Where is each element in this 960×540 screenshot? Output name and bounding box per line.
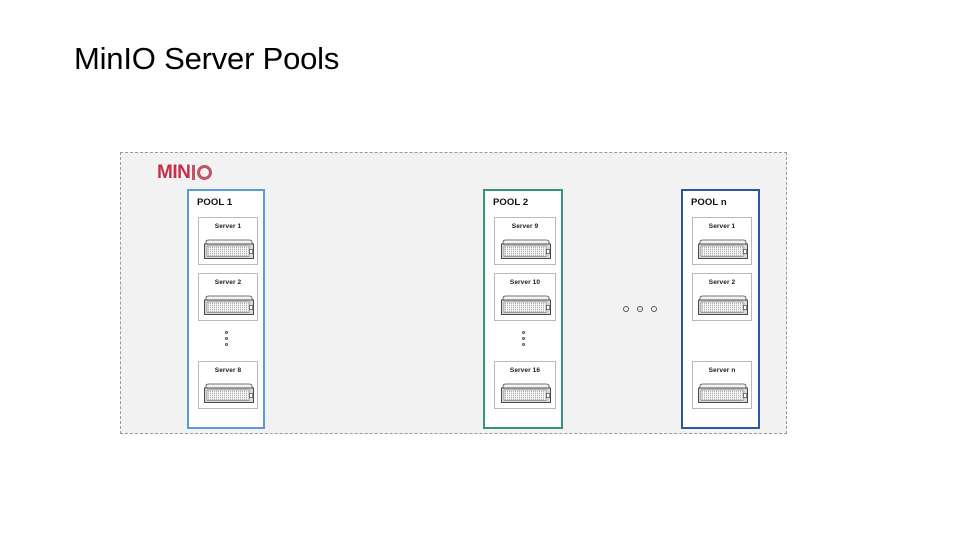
pool-1-vertical-ellipsis [189, 331, 263, 346]
minio-logo-o-ring [197, 164, 213, 180]
minio-logo-min-text: MIN [157, 161, 191, 183]
page-title: MinIO Server Pools [74, 41, 340, 76]
server-label: Server 2 [214, 279, 242, 286]
server-rack-icon [204, 295, 254, 315]
minio-logo-i-bar [192, 164, 196, 180]
server-rack-icon [698, 383, 748, 403]
pool-2-server-16[interactable]: Server 16 [494, 361, 556, 409]
ellipsis-dot [651, 306, 657, 312]
ellipsis-dot [224, 343, 228, 346]
server-rack-icon [698, 295, 748, 315]
server-label: Server 1 [708, 223, 736, 230]
server-label: Server n [708, 367, 736, 374]
minio-logotype: MIN [157, 161, 213, 183]
minio-logo: MIN [157, 161, 213, 183]
pool-n-title: POOL n [691, 197, 727, 208]
pool-1-title: POOL 1 [197, 197, 233, 208]
pool-1-server-1[interactable]: Server 1 [198, 217, 258, 265]
pool-1[interactable]: POOL 1 Server 1 [187, 189, 265, 429]
ellipsis-dot [623, 306, 629, 312]
server-rack-icon [698, 239, 748, 259]
pools-horizontal-ellipsis [623, 306, 657, 312]
server-label: Server 9 [511, 223, 539, 230]
ellipsis-dot [521, 331, 525, 334]
server-rack-icon [501, 383, 551, 403]
pool-n-server-1[interactable]: Server 1 [692, 217, 752, 265]
ellipsis-dot [224, 331, 228, 334]
pool-2-server-9[interactable]: Server 9 [494, 217, 556, 265]
pool-2[interactable]: POOL 2 Server 9 [483, 189, 563, 429]
server-label: Server 10 [509, 279, 541, 286]
pool-2-title: POOL 2 [493, 197, 529, 208]
ellipsis-dot [224, 337, 228, 340]
server-label: Server 1 [214, 223, 242, 230]
server-label: Server 2 [708, 279, 736, 286]
server-rack-icon [501, 295, 551, 315]
server-rack-icon [204, 239, 254, 259]
server-rack-icon [501, 239, 551, 259]
pool-n[interactable]: POOL n Server 1 [681, 189, 760, 429]
server-rack-icon [204, 383, 254, 403]
pool-1-server-2[interactable]: Server 2 [198, 273, 258, 321]
pool-n-server-n[interactable]: Server n [692, 361, 752, 409]
pool-2-server-10[interactable]: Server 10 [494, 273, 556, 321]
server-label: Server 8 [214, 367, 242, 374]
ellipsis-dot [521, 343, 525, 346]
pool-n-server-2[interactable]: Server 2 [692, 273, 752, 321]
pool-1-server-8[interactable]: Server 8 [198, 361, 258, 409]
minio-cluster-boundary: MIN POOL 1 Server 1 [120, 152, 787, 434]
pool-2-vertical-ellipsis [485, 331, 561, 346]
ellipsis-dot [637, 306, 643, 312]
server-label: Server 16 [509, 367, 541, 374]
ellipsis-dot [521, 337, 525, 340]
